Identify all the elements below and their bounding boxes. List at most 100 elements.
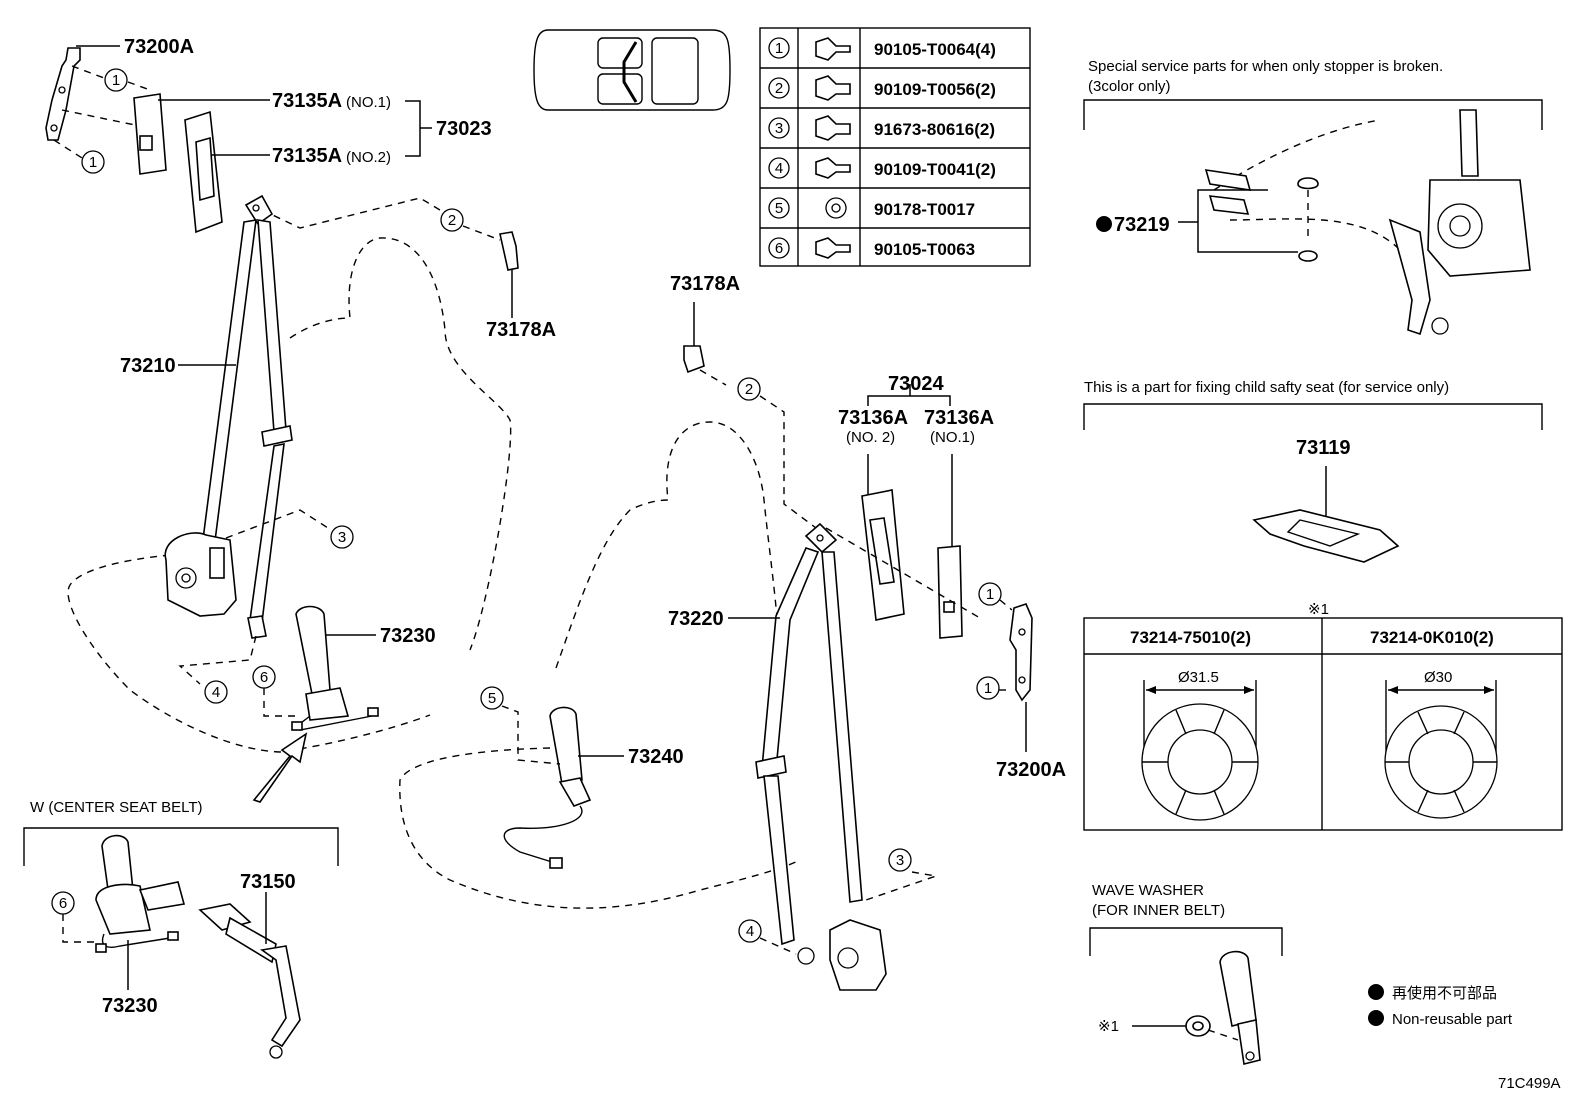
callout-1-right-a: 1: [978, 582, 1002, 606]
label-73178A-left: 73178A: [486, 319, 556, 341]
svg-text:4: 4: [212, 684, 220, 701]
label-73230-left: 73230: [380, 625, 436, 647]
fastener-part-3: 91673-80616(2): [874, 120, 995, 139]
figure-id: 71C499A: [1498, 1075, 1561, 1092]
arrow-to-center-belt: [252, 732, 308, 803]
label-no1-left: (NO.1): [346, 94, 391, 111]
callout-2-left: 2: [440, 208, 464, 232]
legend-dot-1: [1368, 984, 1384, 1000]
stopper-assembly: [1204, 109, 1531, 336]
svg-text:4: 4: [775, 160, 783, 177]
label-73220: 73220: [668, 608, 724, 630]
legend-jp: 再使用不可部品: [1392, 985, 1497, 1002]
callout-2-right: 2: [737, 377, 761, 401]
label-73136A-a: 73136A: [838, 407, 908, 429]
label-73210: 73210: [120, 355, 176, 377]
left-upper-anchor-bracket: [45, 47, 81, 141]
buckle-73230-center: [95, 834, 186, 953]
svg-text:1: 1: [112, 72, 120, 89]
fastener-row-1: 1 90105-T0064(4): [768, 37, 996, 61]
callout-1-right-b: 1: [976, 676, 1000, 700]
svg-text:1: 1: [89, 154, 97, 171]
callout-1-left-b: 1: [81, 150, 105, 174]
washer-col2: 73214-0K010(2): [1370, 628, 1494, 647]
wave-washer-mark: ※1: [1098, 1018, 1119, 1035]
fastener-part-4: 90109-T0041(2): [874, 160, 996, 179]
service-note-line1: Special service parts for when only stop…: [1088, 58, 1443, 75]
right-upper-anchor-bracket: [1009, 603, 1033, 702]
label-73119: 73119: [1296, 437, 1351, 459]
service-note-line2: (3color only): [1088, 78, 1171, 95]
washer-1: Ø31.5: [1141, 669, 1259, 821]
label-73023: 73023: [436, 118, 492, 140]
svg-text:6: 6: [59, 895, 67, 912]
label-73230-center: 73230: [102, 995, 158, 1017]
label-73178A-right: 73178A: [670, 273, 740, 295]
belt-73220: [755, 522, 887, 991]
clip-73178A-left: [499, 231, 519, 271]
fastener-row-5: 5 90178-T0017: [768, 197, 975, 219]
legend: 再使用不可部品 Non-reusable part: [1368, 984, 1513, 1028]
svg-text:2: 2: [745, 381, 753, 398]
fastener-part-6: 90105-T0063: [874, 240, 975, 259]
service-bracket: [1083, 99, 1543, 130]
washer-2: Ø30: [1384, 669, 1498, 819]
cover-73135A-no2: [184, 110, 223, 234]
callout-4-left: 4: [204, 680, 228, 704]
fastener-row-3: 3 91673-80616(2): [768, 115, 995, 141]
label-73135A-no1: 73135A: [272, 90, 342, 112]
svg-text:3: 3: [338, 529, 346, 546]
left-seat-outline: [67, 237, 512, 753]
label-73136A-b: 73136A: [924, 407, 994, 429]
label-73024: 73024: [888, 373, 944, 395]
wave-washer-line1: WAVE WASHER: [1092, 882, 1204, 899]
non-reusable-dot-73219: [1096, 216, 1112, 232]
svg-text:4: 4: [746, 923, 754, 940]
callout-6-left: 6: [252, 665, 276, 689]
label-73219: 73219: [1114, 214, 1170, 236]
cover-73136A-no1: [937, 545, 963, 639]
washer-2-diameter: Ø30: [1424, 669, 1452, 686]
svg-text:2: 2: [775, 80, 783, 97]
svg-text:5: 5: [488, 690, 496, 707]
fastener-part-2: 90109-T0056(2): [874, 80, 996, 99]
callout-1-left-a: 1: [104, 68, 128, 92]
svg-text:3: 3: [896, 852, 904, 869]
label-no1-right: (NO.1): [930, 429, 975, 446]
callout-3-left: 3: [330, 525, 354, 549]
buckle-73230-left: [291, 605, 379, 731]
washer-mark: ※1: [1308, 601, 1329, 618]
svg-text:3: 3: [775, 120, 783, 137]
legend-en: Non-reusable part: [1392, 1011, 1513, 1028]
center-belt-bracket: [23, 827, 339, 866]
label-73240: 73240: [628, 746, 684, 768]
plate-73119: [1252, 509, 1400, 563]
fastener-table: 1 90105-T0064(4) 2 90109-T0056(2) 3 9167…: [759, 27, 1031, 267]
svg-text:6: 6: [775, 240, 783, 257]
callout-3-right: 3: [888, 848, 912, 872]
label-73135A-no2: 73135A: [272, 145, 342, 167]
inner-belt-buckle: [1185, 950, 1261, 1065]
belt-73210: [164, 194, 293, 639]
fastener-row-4: 4 90109-T0041(2): [768, 157, 996, 179]
cover-73136A-no2: [861, 489, 905, 621]
cover-73135A-no1: [133, 93, 167, 175]
child-seat-note: This is a part for fixing child safty se…: [1084, 379, 1449, 396]
label-73200A-right: 73200A: [996, 759, 1066, 781]
label-73150: 73150: [240, 871, 296, 893]
label-no2-left: (NO.2): [346, 149, 391, 166]
washer-col1: 73214-75010(2): [1130, 628, 1251, 647]
legend-dot-2: [1368, 1010, 1384, 1026]
wave-washer-bracket: [1089, 927, 1283, 956]
svg-text:5: 5: [775, 200, 783, 217]
callout-5: 5: [480, 686, 504, 710]
center-belt-title: W (CENTER SEAT BELT): [30, 799, 203, 816]
fastener-row-2: 2 90109-T0056(2): [768, 75, 996, 101]
washer-table: [1083, 617, 1563, 831]
right-seat-outline: [399, 421, 801, 909]
clip-73178A-right: [683, 345, 705, 374]
label-73200A-top: 73200A: [124, 36, 194, 58]
fastener-part-5: 90178-T0017: [874, 200, 975, 219]
belt-73150: [198, 903, 301, 1059]
